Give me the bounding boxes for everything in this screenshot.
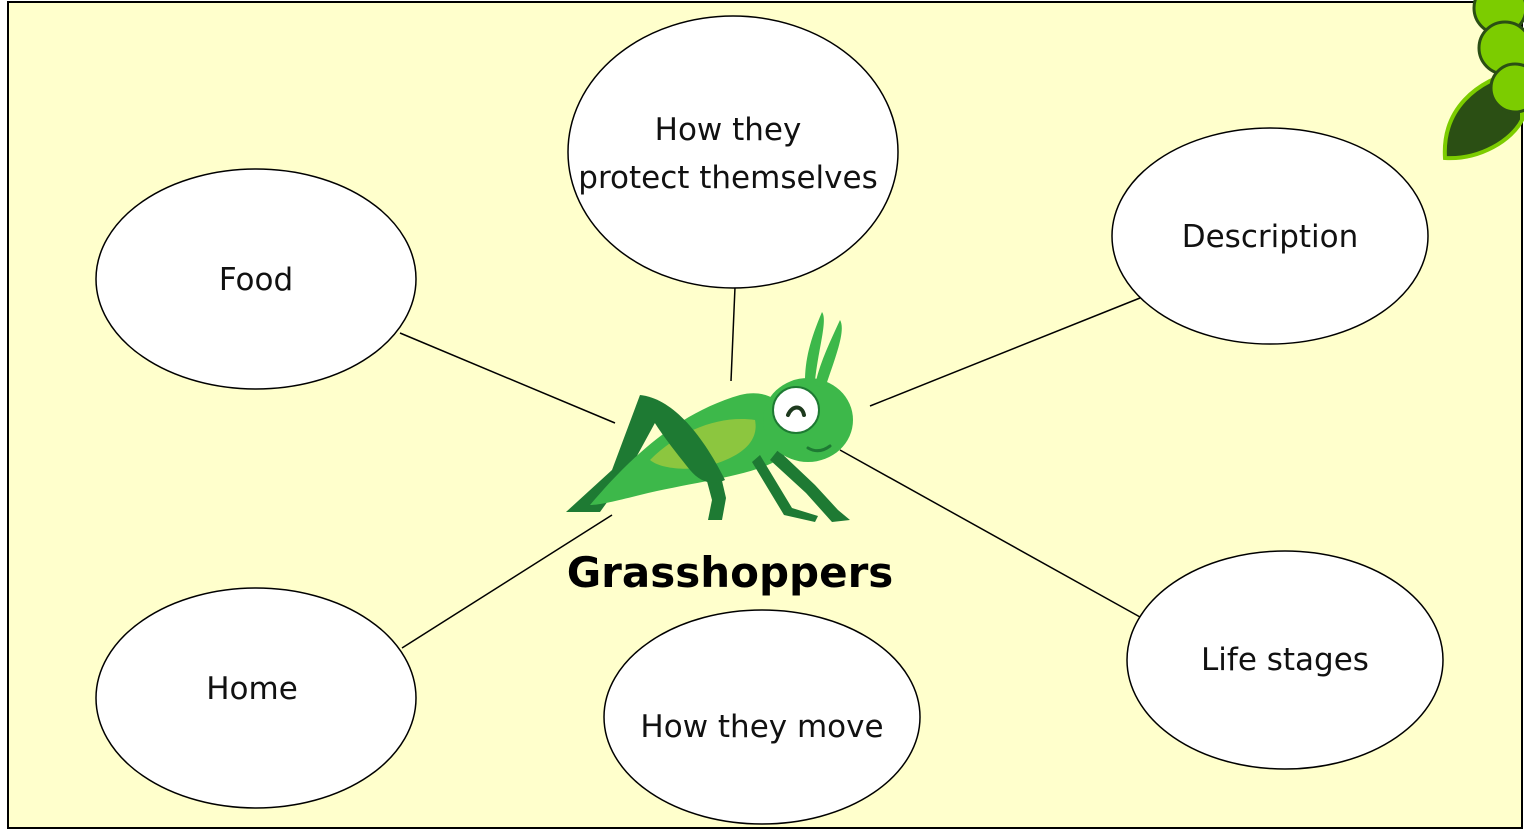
node-protect-label-line2: protect themselves bbox=[578, 160, 877, 196]
connector-life bbox=[839, 449, 1141, 618]
connector-home bbox=[401, 514, 613, 649]
center-title: Grasshoppers bbox=[567, 548, 894, 597]
node-description[interactable]: Description bbox=[1111, 127, 1429, 345]
node-home-label: Home bbox=[206, 671, 298, 707]
node-move-label: How they move bbox=[640, 709, 883, 745]
node-protect-label-line1: How they bbox=[655, 112, 802, 148]
leaf-decoration-icon bbox=[1442, 0, 1524, 161]
node-food[interactable]: Food bbox=[95, 168, 417, 390]
node-protect[interactable]: How they protect themselves bbox=[567, 15, 899, 289]
connector-description bbox=[869, 297, 1141, 407]
grasshopper-icon bbox=[566, 312, 853, 522]
node-life-label: Life stages bbox=[1201, 642, 1369, 678]
node-home[interactable]: Home bbox=[95, 587, 417, 809]
connector-food bbox=[399, 332, 616, 424]
node-life[interactable]: Life stages bbox=[1126, 550, 1444, 770]
connector-protect bbox=[730, 286, 736, 382]
node-food-label: Food bbox=[219, 262, 293, 298]
node-move[interactable]: How they move bbox=[603, 609, 921, 825]
node-description-label: Description bbox=[1182, 219, 1359, 255]
